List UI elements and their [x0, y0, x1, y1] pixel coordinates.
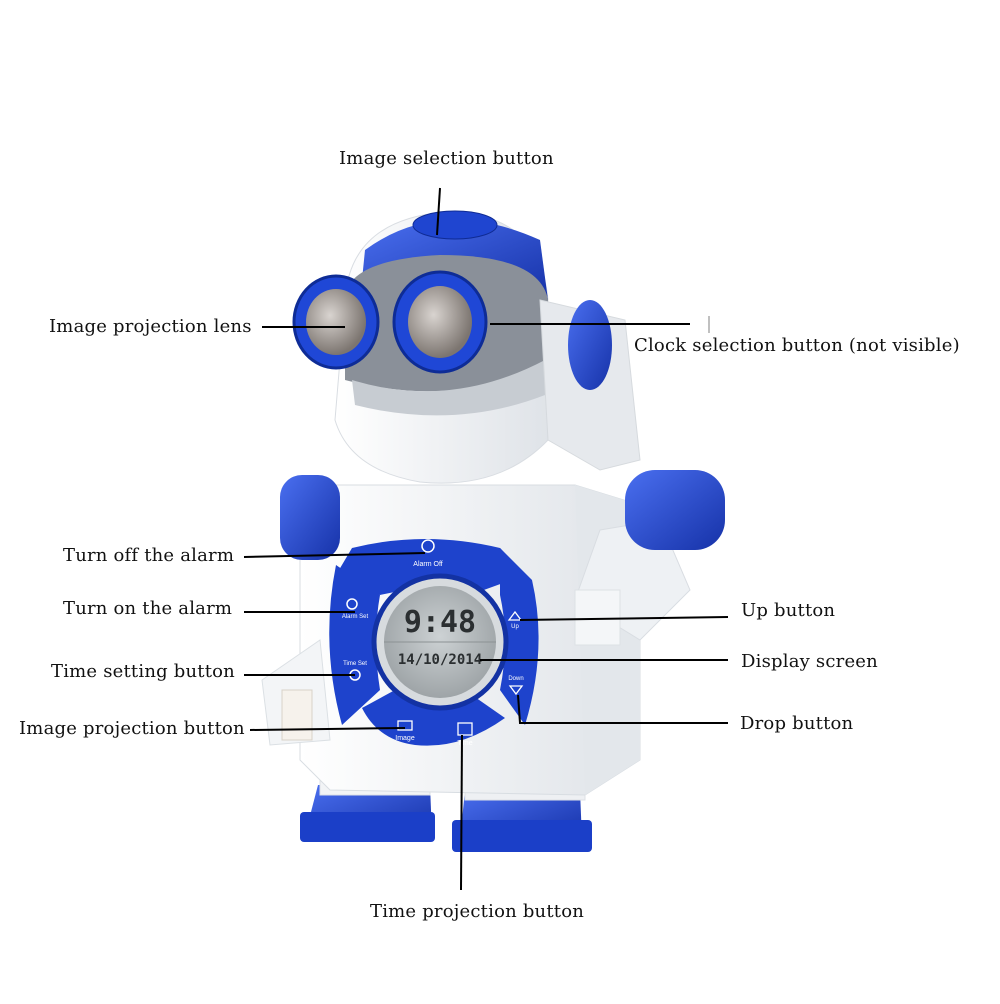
leader-image-projection [249, 727, 406, 731]
leader-turn-off-alarm [243, 552, 426, 558]
right-arm [574, 470, 725, 646]
leader-time-projection [460, 734, 463, 891]
label-image-selection-button: Image selection button [339, 148, 554, 169]
image-button-label[interactable]: Image [395, 735, 415, 742]
leader-lines [243, 187, 729, 891]
up-arrow-icon [507, 610, 523, 621]
right-foot [452, 790, 592, 852]
label-turn-off-alarm: Turn off the alarm [63, 545, 235, 566]
time-button-label[interactable]: Time [457, 740, 472, 747]
leader-up [519, 616, 729, 621]
label-image-projection-lens: Image projection lens [49, 316, 252, 337]
lcd-date: 14/10/2014 [398, 652, 482, 668]
left-foot [300, 785, 435, 842]
leader-image-selection [436, 187, 441, 236]
left-arm [261, 475, 340, 746]
bell-icon [346, 598, 358, 610]
label-clock-selection-button: Clock selection button (not visible) [634, 335, 960, 356]
label-time-projection-button: Time projection button [370, 901, 585, 922]
alarm-off-button-label[interactable]: Alarm Off [413, 561, 442, 568]
down-button-label[interactable]: Down [508, 676, 523, 682]
label-turn-on-alarm: Turn on the alarm [63, 598, 233, 619]
up-button-label[interactable]: Up [511, 624, 519, 630]
label-image-projection-button: Image projection button [19, 718, 245, 739]
lcd-time: 9:48 [404, 605, 476, 640]
time-projector-icon [457, 722, 473, 736]
label-up-button: Up button [741, 600, 836, 621]
image-projector-icon [397, 720, 413, 731]
label-time-setting-button: Time setting button [51, 661, 235, 682]
leader-drop [517, 694, 728, 724]
clock-selection-side-knob [568, 300, 612, 390]
alarm-clock-icon [421, 539, 435, 553]
time-set-button-label[interactable]: Time Set [343, 661, 367, 667]
alarm-set-button-label[interactable]: Alarm Set [342, 614, 369, 620]
down-arrow-icon [508, 685, 524, 696]
robot-head [334, 210, 641, 484]
label-display-screen: Display screen [741, 651, 878, 672]
right-lens [392, 270, 488, 374]
image-selection-button[interactable] [412, 210, 498, 240]
left-lens [292, 274, 380, 370]
label-drop-button: Drop button [740, 713, 854, 734]
